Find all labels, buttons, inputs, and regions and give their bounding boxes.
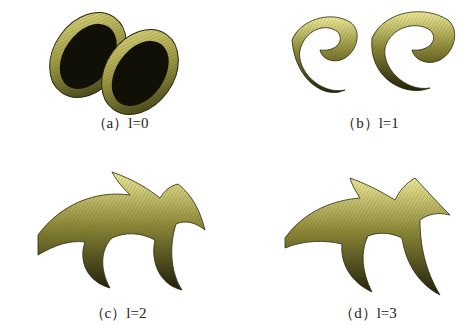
panel-caption: （a）l=0	[92, 114, 149, 133]
panel-caption: （d）l=3	[339, 304, 397, 323]
mode-l2	[38, 172, 205, 290]
mode-l1	[292, 12, 455, 93]
panel-caption: （b）l=1	[341, 114, 399, 133]
mode-l0	[34, 0, 194, 129]
mode-l3	[285, 178, 450, 295]
panel-caption: （c）l=2	[90, 304, 147, 323]
